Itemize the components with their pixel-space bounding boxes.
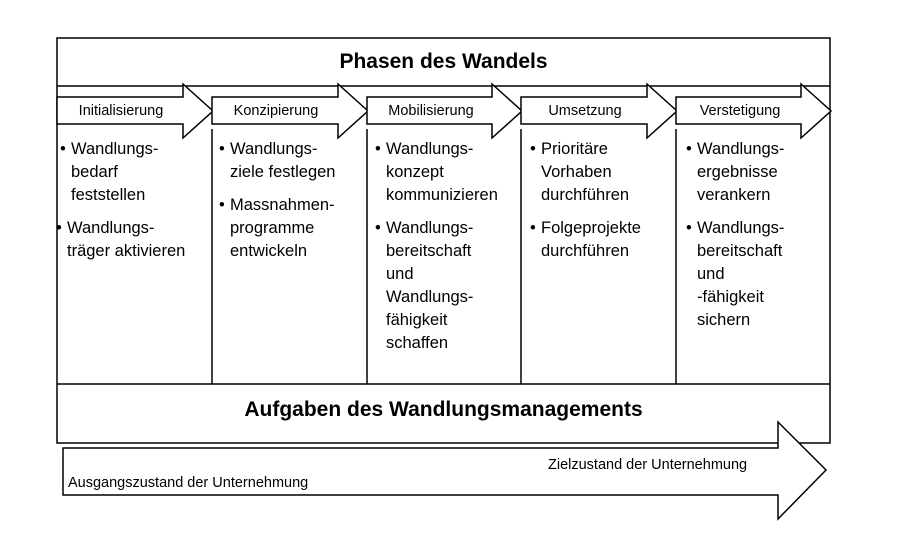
task-text: Massnahmen- programme entwickeln: [230, 196, 335, 260]
start-state-label: Ausgangszustand der Unternehmung: [68, 475, 309, 491]
bullet: •: [375, 140, 381, 158]
bullet: •: [219, 140, 225, 158]
task-text: Folgeprojekte durchführen: [541, 219, 641, 260]
phase-column-mobilisierung: • Wandlungs- konzept kommunizieren • Wan…: [375, 138, 520, 384]
phase-label-konzipierung: Konzipierung: [233, 103, 319, 119]
footer-title: Aufgaben des Wandlungsmanagements: [244, 398, 643, 421]
task-item: • Wandlungs- ziele festlegen: [219, 138, 366, 184]
task-text: Wandlungs- bedarf feststellen: [71, 140, 159, 204]
task-text: Wandlungs- bereitschaft und -fähigkeit s…: [697, 219, 785, 329]
transition-arrow: [62, 420, 828, 521]
phase-column-verstetigung: • Wandlungs- ergebnisse verankern • Wand…: [686, 138, 829, 384]
phase-column-konzipierung: • Wandlungs- ziele festlegen • Massnahme…: [219, 138, 366, 384]
task-item: • Wandlungs- konzept kommunizieren: [375, 138, 520, 207]
bullet: •: [219, 196, 225, 214]
phase-arrow-initialisierung: [56, 82, 215, 140]
bullet: •: [375, 219, 381, 237]
phase-arrow-konzipierung: [211, 82, 370, 140]
bullet: •: [686, 219, 692, 237]
task-item: • Wandlungs- ergebnisse verankern: [686, 138, 829, 207]
task-item: • Massnahmen- programme entwickeln: [219, 194, 366, 263]
task-text: Wandlungs- ergebnisse verankern: [697, 140, 785, 204]
bullet: •: [60, 140, 66, 158]
task-item: • Wandlungs- bedarf feststellen: [60, 138, 212, 207]
phase-arrow-mobilisierung: [366, 82, 524, 140]
bullet: •: [530, 140, 536, 158]
task-text: Prioritäre Vorhaben durchführen: [541, 140, 630, 204]
phase-arrow-verstetigung: [675, 82, 833, 140]
bullet: •: [530, 219, 536, 237]
diagram-title: Phasen des Wandels: [339, 50, 548, 73]
phase-arrow-umsetzung: [520, 82, 679, 140]
task-text: Wandlungs- konzept kommunizieren: [386, 140, 498, 204]
phase-column-umsetzung: • Prioritäre Vorhaben durchführen • Folg…: [530, 138, 675, 384]
task-item: • Wandlungs- träger aktivieren: [56, 217, 212, 263]
phase-label-verstetigung: Verstetigung: [699, 103, 781, 119]
phase-column-initialisierung: • Wandlungs- bedarf feststellen • Wandlu…: [56, 138, 212, 384]
outer-frame: [56, 37, 831, 444]
task-item: • Folgeprojekte durchführen: [530, 217, 675, 263]
bullet: •: [56, 219, 62, 237]
phase-label-umsetzung: Umsetzung: [548, 103, 622, 119]
task-item: • Wandlungs- bereitschaft und -fähigkeit…: [686, 217, 829, 332]
task-text: Wandlungs- träger aktivieren: [67, 219, 186, 260]
bullet: •: [686, 140, 692, 158]
task-item: • Prioritäre Vorhaben durchführen: [530, 138, 675, 207]
task-text: Wandlungs- bereitschaft und Wandlungs- f…: [386, 219, 474, 352]
task-item: • Wandlungs- bereitschaft und Wandlungs-…: [375, 217, 520, 355]
target-state-label: Zielzustand der Unternehmung: [548, 457, 748, 473]
phase-label-mobilisierung: Mobilisierung: [388, 103, 474, 119]
task-text: Wandlungs- ziele festlegen: [230, 140, 336, 181]
phase-label-initialisierung: Initialisierung: [78, 103, 164, 119]
